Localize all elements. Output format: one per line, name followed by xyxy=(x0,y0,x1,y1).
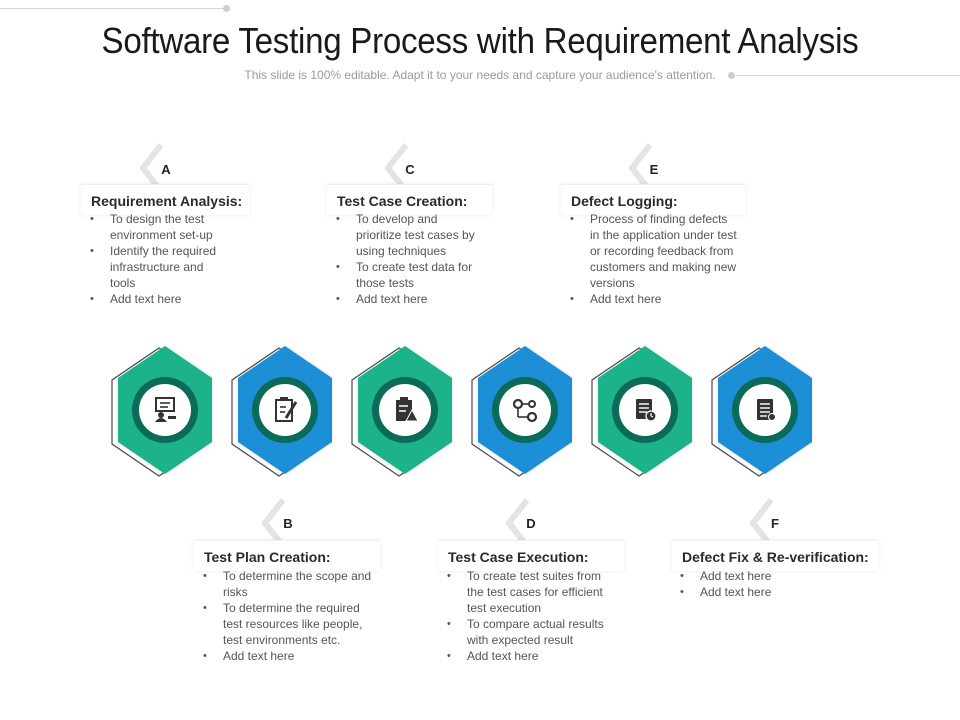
step-f-title: Defect Fix & Re-verification: xyxy=(682,549,869,565)
hexagon-step xyxy=(351,346,452,477)
clipboard-pen-icon xyxy=(275,397,298,422)
step-e-bullets: Process of finding defects in the applic… xyxy=(570,211,738,307)
list-item: Add text here xyxy=(90,291,230,307)
hexagon-inner-circle xyxy=(499,384,551,436)
list-item: To determine the required test resources… xyxy=(203,600,373,648)
step-d-letter: D xyxy=(526,516,536,531)
top-left-rule-dot xyxy=(223,5,230,12)
list-item: To compare actual results with expected … xyxy=(447,616,615,648)
hexagon-step xyxy=(591,346,692,477)
chevron-a-icon xyxy=(139,143,164,193)
list-item: Add text here xyxy=(680,568,870,584)
chevron-f-icon xyxy=(749,498,774,548)
step-d-bullets: To create test suites from the test case… xyxy=(447,568,615,664)
chevron-e-icon xyxy=(628,143,653,193)
list-item: Identify the required infrastructure and… xyxy=(90,243,230,291)
step-e-letter: E xyxy=(649,162,659,177)
step-f-letter: F xyxy=(771,516,779,531)
step-b-bullets: To determine the scope and risks To dete… xyxy=(203,568,373,664)
chevron-b-icon xyxy=(261,498,286,548)
hexagon-inner-circle xyxy=(259,384,311,436)
chevron-c-icon xyxy=(384,143,409,193)
step-c-bullets: To develop and prioritize test cases by … xyxy=(336,211,484,307)
step-a-title: Requirement Analysis: xyxy=(91,193,243,209)
list-item: Add text here xyxy=(203,648,373,664)
step-c-title: Test Case Creation: xyxy=(337,193,468,209)
hexagon-step xyxy=(471,346,572,477)
checklist-icon xyxy=(757,399,776,421)
step-d-card: Test Case Execution: xyxy=(438,540,624,571)
step-a-bullets: To design the test environment set-up Id… xyxy=(90,211,230,307)
step-c-letter: C xyxy=(405,162,415,177)
list-item: Add text here xyxy=(447,648,615,664)
list-item: To determine the scope and risks xyxy=(203,568,373,600)
step-d-title: Test Case Execution: xyxy=(448,549,589,565)
step-b-letter: B xyxy=(283,516,293,531)
list-item: Add text here xyxy=(336,291,484,307)
chevron-d-icon xyxy=(505,498,530,548)
hexagon-step xyxy=(111,346,212,477)
clipboard-warning-icon xyxy=(396,397,419,422)
step-f-bullets: Add text here Add text here xyxy=(680,568,870,600)
step-c-card: Test Case Creation: xyxy=(327,184,492,215)
gears-flow-icon xyxy=(512,398,538,423)
subtitle-right-rule xyxy=(736,75,960,76)
step-a-card: Requirement Analysis: xyxy=(81,184,249,215)
page-title: Software Testing Process with Requiremen… xyxy=(101,20,859,61)
page-subtitle: This slide is 100% editable. Adapt it to… xyxy=(244,68,716,82)
step-e-card: Defect Logging: xyxy=(561,184,745,215)
list-item: Process of finding defects in the applic… xyxy=(570,211,738,291)
subtitle-right-rule-dot xyxy=(728,72,735,79)
developer-workstation-icon xyxy=(155,397,176,422)
step-b-title: Test Plan Creation: xyxy=(204,549,331,565)
step-a-letter: A xyxy=(161,162,171,177)
hexagon-step xyxy=(711,346,812,477)
list-item: Add text here xyxy=(570,291,738,307)
step-e-title: Defect Logging: xyxy=(571,193,678,209)
list-item: To create test data for those tests xyxy=(336,259,484,291)
hexagon-step xyxy=(231,346,332,477)
step-f-card: Defect Fix & Re-verification: xyxy=(672,540,878,571)
list-item: To design the test environment set-up xyxy=(90,211,230,243)
step-b-card: Test Plan Creation: xyxy=(194,540,380,571)
top-left-rule xyxy=(0,8,224,9)
list-item: Add text here xyxy=(680,584,870,600)
list-item: To create test suites from the test case… xyxy=(447,568,615,616)
checklist-clock-icon xyxy=(636,399,657,422)
list-item: To develop and prioritize test cases by … xyxy=(336,211,484,259)
